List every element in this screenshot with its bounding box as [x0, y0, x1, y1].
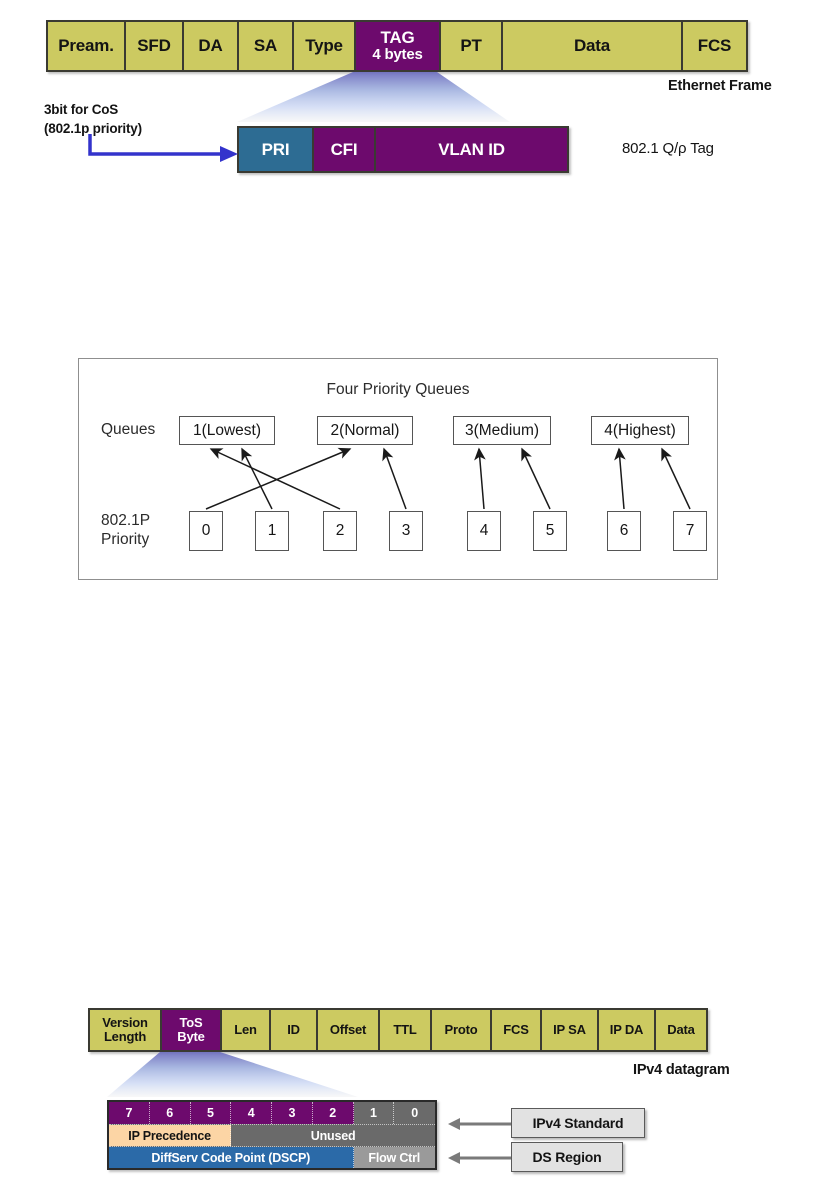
eth-cell-fcs: FCS — [683, 22, 746, 70]
cell-sublabel: Byte — [177, 1029, 205, 1044]
tos-bit-4: 4 — [231, 1102, 272, 1124]
ip-cell-ip-da: IP DA — [599, 1010, 656, 1050]
queue-box-1: 1(Lowest) — [179, 416, 275, 445]
tos-bit-5: 5 — [190, 1102, 232, 1124]
priority-row-label: 802.1P Priority — [101, 511, 150, 550]
ds-region-arrow — [448, 1152, 512, 1164]
eth-cell-pt: PT — [441, 22, 503, 70]
ipv4-datagram-caption: IPv4 datagram — [633, 1062, 730, 1078]
tos-expansion-cone — [107, 1052, 358, 1097]
cell-sublabel: 4 bytes — [372, 46, 423, 64]
priority-box-2: 2 — [323, 511, 357, 551]
eth-cell-sfd: SFD — [126, 22, 184, 70]
unused-field: Unused — [231, 1125, 435, 1146]
queues-row-label: Queues — [101, 421, 156, 438]
cell-label: TAG — [380, 28, 415, 48]
ipv4-standard-arrow — [448, 1118, 512, 1130]
tos-bit-0: 0 — [394, 1102, 435, 1124]
priority-box-5: 5 — [533, 511, 567, 551]
cos-pointer-arrow — [88, 134, 238, 162]
priority-box-7: 7 — [673, 511, 707, 551]
cos-note-line2: (802.1p priority) — [44, 120, 142, 136]
tos-bit-1: 1 — [353, 1102, 395, 1124]
ip-cell-ip-sa: IP SA — [542, 1010, 599, 1050]
ip-cell-data: Data — [656, 1010, 706, 1050]
ip-cell-offset: Offset — [318, 1010, 380, 1050]
queue-mapping-arrows — [205, 447, 691, 510]
ip-precedence-field: IP Precedence — [109, 1125, 232, 1146]
tos-bit-7: 7 — [109, 1102, 150, 1124]
ip-cell-proto: Proto — [432, 1010, 492, 1050]
tos-bit-3: 3 — [272, 1102, 313, 1124]
tos-bit-2: 2 — [312, 1102, 354, 1124]
ip-cell-ttl: TTL — [380, 1010, 432, 1050]
ip-cell-id: ID — [271, 1010, 318, 1050]
priority-box-4: 4 — [467, 511, 501, 551]
vlan-cell-pri: PRI — [239, 128, 314, 171]
vlan-tag-caption: 802.1 Q/ρ Tag — [622, 140, 714, 157]
priority-row-label-line2: Priority — [101, 531, 150, 549]
priority-box-6: 6 — [607, 511, 641, 551]
priority-queues-panel: Four Priority Queues Queues 802.1P Prior… — [78, 358, 718, 580]
tos-bit-6: 6 — [149, 1102, 191, 1124]
flow-ctrl-field: Flow Ctrl — [353, 1147, 435, 1168]
ip-cell-len: Len — [222, 1010, 271, 1050]
cell-sublabel: Length — [103, 1029, 147, 1044]
priority-row-label-line1: 802.1P — [101, 512, 151, 529]
ip-cell-fcs: FCS — [492, 1010, 542, 1050]
priority-box-1: 1 — [255, 511, 289, 551]
vlan-cell-cfi: CFI — [314, 128, 376, 171]
queues-panel-title: Four Priority Queues — [326, 381, 470, 398]
eth-cell-pream: Pream. — [48, 22, 126, 70]
callout-ds-region: DS Region — [511, 1142, 623, 1172]
tos-bit-numbers-row: 7 6 5 4 3 2 1 0 — [109, 1102, 435, 1124]
tos-byte-table: 7 6 5 4 3 2 1 0 IP Precedence Unused Dif… — [107, 1100, 437, 1170]
priority-box-0: 0 — [189, 511, 223, 551]
queue-box-4: 4(Highest) — [591, 416, 689, 445]
ds-region-row: DiffServ Code Point (DSCP) Flow Ctrl — [109, 1146, 435, 1168]
vlan-cell-vlan-id: VLAN ID — [376, 128, 567, 171]
cos-note-line1: 3bit for CoS — [44, 102, 119, 117]
cell-label: ToS — [179, 1015, 203, 1031]
queue-box-3: 3(Medium) — [453, 416, 551, 445]
queue-box-2: 2(Normal) — [317, 416, 413, 445]
cos-note: 3bit for CoS (802.1p priority) — [44, 101, 142, 138]
eth-cell-data: Data — [503, 22, 683, 70]
callout-ipv4-standard: IPv4 Standard — [511, 1108, 645, 1138]
ipv4-standard-row: IP Precedence Unused — [109, 1124, 435, 1146]
dscp-field: DiffServ Code Point (DSCP) — [109, 1147, 354, 1168]
priority-box-3: 3 — [389, 511, 423, 551]
ethernet-frame-caption: Ethernet Frame — [668, 78, 772, 94]
eth-cell-type: Type — [294, 22, 356, 70]
tag-expansion-cone — [237, 72, 510, 122]
cell-label: Version — [102, 1015, 148, 1031]
eth-cell-da: DA — [184, 22, 239, 70]
eth-cell-sa: SA — [239, 22, 294, 70]
